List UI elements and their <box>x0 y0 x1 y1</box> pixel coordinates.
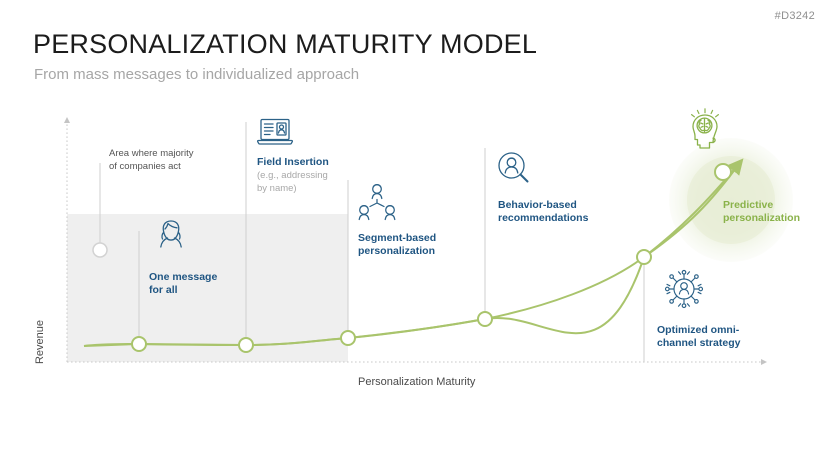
point-stage1[interactable] <box>131 336 147 352</box>
page-title: PERSONALIZATION MATURITY MODEL <box>33 29 538 59</box>
stage6-title-line2: personalization <box>723 212 801 224</box>
majority-area-note-line2: of companies act <box>109 160 181 172</box>
connector-stems <box>99 122 645 362</box>
stage-label-omni-channel[interactable]: Optimized omni- channel strategy <box>657 324 767 350</box>
page-subtitle: From mass messages to individualized app… <box>34 66 360 83</box>
stage4-title-line1: Behavior-based <box>498 199 577 211</box>
brain-head-idea-icon <box>691 108 719 149</box>
stage6-title-line1: Predictive <box>723 199 774 211</box>
point-stage3[interactable] <box>340 330 356 346</box>
stage2-sub-line1: (e.g., addressing <box>257 170 328 181</box>
majority-shaded-area <box>67 214 348 362</box>
point-majority-note[interactable] <box>92 242 108 258</box>
point-stage2[interactable] <box>238 337 254 353</box>
maturity-chart: Revenue Personalization Maturity Area wh… <box>0 100 829 400</box>
stage-label-segment-based[interactable]: Segment-based personalization <box>358 232 478 258</box>
stage3-title-line2: personalization <box>358 245 436 257</box>
stage3-title-line1: Segment-based <box>358 232 437 244</box>
predictive-glow <box>669 138 793 262</box>
majority-area-note: Area where majority of companies act <box>109 148 219 173</box>
stage2-sub-line2: by name) <box>257 183 297 194</box>
stage1-title-line2: for all <box>149 284 178 296</box>
stage4-title-line2: recommendations <box>498 212 589 224</box>
network-hub-person-icon <box>664 269 704 309</box>
stage-label-one-message-for-all[interactable]: One message for all <box>149 271 259 297</box>
chart-svg <box>64 108 793 365</box>
point-stage6[interactable] <box>714 163 732 181</box>
stage5-title-line2: channel strategy <box>657 337 741 349</box>
point-stage4[interactable] <box>477 311 493 327</box>
stage-label-behavior-based[interactable]: Behavior-based recommendations <box>498 199 618 225</box>
curve-points <box>92 163 732 353</box>
three-people-group-icon <box>358 183 396 221</box>
x-axis-label: Personalization Maturity <box>358 376 476 388</box>
stage1-title-line1: One message <box>149 271 218 283</box>
stage5-title-line1: Optimized omni- <box>657 324 740 336</box>
stage-label-predictive[interactable]: Predictive personalization <box>723 199 829 225</box>
reference-code: #D3242 <box>774 10 815 22</box>
stage2-title: Field Insertion <box>257 156 329 168</box>
magnifier-person-icon <box>498 152 529 183</box>
point-stage5[interactable] <box>636 249 652 265</box>
stage-label-field-insertion[interactable]: Field Insertion (e.g., addressing by nam… <box>257 156 357 195</box>
laptop-contact-card-icon <box>256 118 294 145</box>
majority-area-note-line1: Area where majority <box>109 148 194 159</box>
y-axis-label: Revenue <box>34 319 46 365</box>
single-person-icon <box>160 220 182 248</box>
